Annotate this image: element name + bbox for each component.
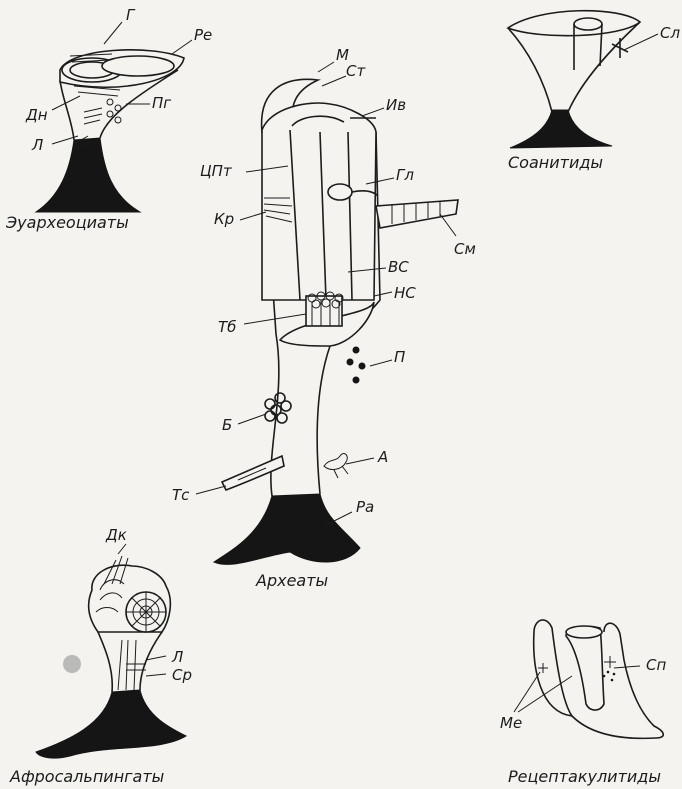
caption-aphrosalpingids: Афросальпингаты — [9, 767, 164, 786]
caption-euarchaeocyaths: Эуархеоциаты — [5, 213, 129, 232]
label-a: А — [377, 448, 388, 466]
rosette — [126, 592, 166, 632]
soanitid-figure — [508, 11, 658, 148]
label-p: П — [394, 348, 405, 366]
label-ts: Тс — [172, 486, 190, 504]
label-l-euarch: Л — [31, 136, 43, 154]
label-tspt: ЦПт — [200, 162, 233, 180]
label-ns: НС — [394, 284, 416, 302]
caption-receptaculitids: Рецептакулитиды — [508, 767, 661, 786]
label-b: Б — [222, 416, 232, 434]
archaeata-figure — [196, 62, 458, 564]
caption-archaeata: Археаты — [255, 571, 328, 590]
euarchaeocyath-figure — [36, 22, 192, 212]
label-dn: Дн — [25, 106, 48, 124]
tabula-bundle — [306, 292, 343, 326]
label-dk: Дк — [105, 526, 127, 544]
label-ra: Ра — [356, 498, 374, 516]
label-kr: Кр — [214, 210, 234, 228]
label-re: Ре — [194, 26, 212, 44]
label-pg: Пг — [152, 94, 171, 112]
label-sp: Сп — [646, 656, 666, 674]
label-sr: Ср — [172, 666, 192, 684]
caption-soanitids: Соанитиды — [508, 153, 603, 172]
label-me: Ме — [500, 714, 522, 732]
label-st: Ст — [346, 62, 366, 80]
label-iv: Ив — [386, 96, 406, 114]
receptaculitid-figure — [514, 620, 663, 738]
label-sm: См — [454, 240, 476, 258]
aphrosalpingid-figure — [36, 544, 186, 758]
label-g: Г — [126, 6, 136, 24]
label-l-aphro: Л — [171, 648, 183, 666]
label-gl: Гл — [396, 166, 414, 184]
label-vs: ВС — [388, 258, 409, 276]
label-sl: Сл — [660, 24, 680, 42]
label-tb: Тб — [218, 318, 236, 336]
